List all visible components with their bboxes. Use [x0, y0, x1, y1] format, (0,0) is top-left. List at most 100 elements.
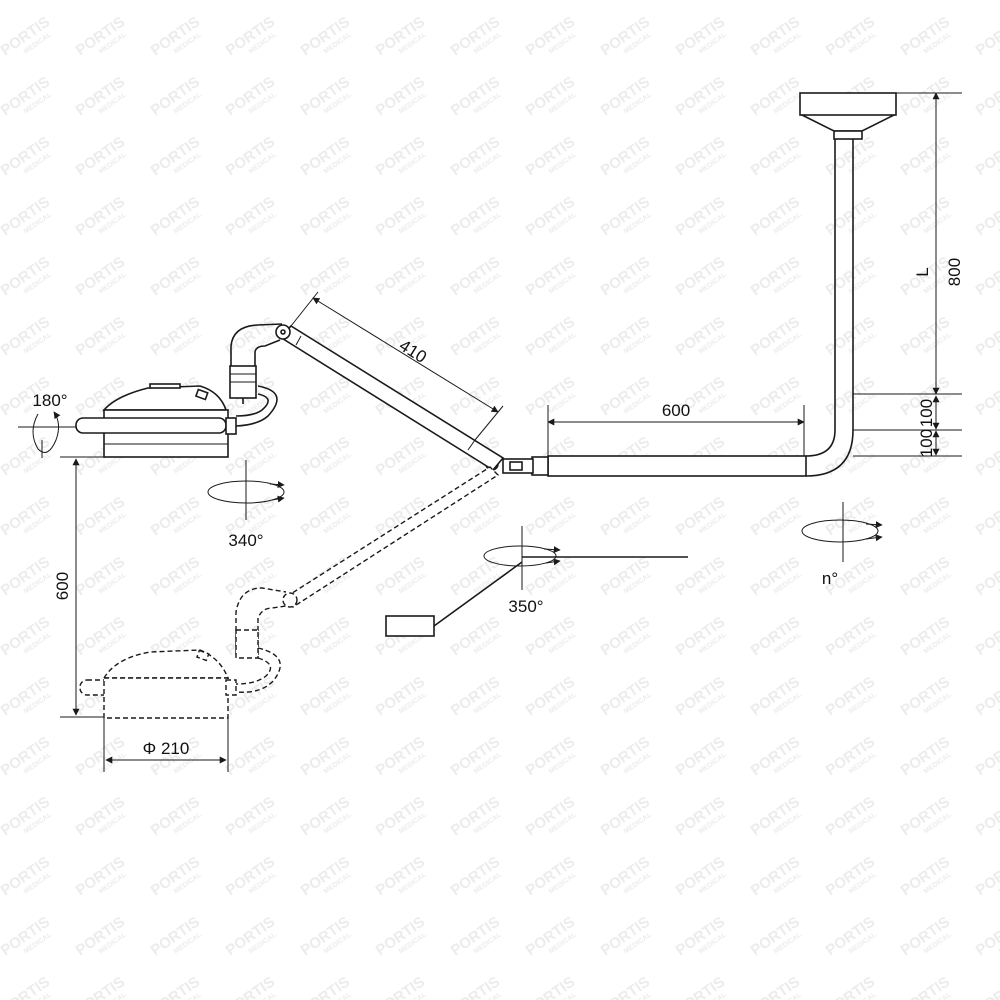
label-800: 800: [945, 258, 964, 286]
watermark-text-line1: PORTIS: [973, 133, 1000, 179]
watermark-text-line1: PORTIS: [973, 853, 1000, 899]
label-diameter: Φ 210: [143, 739, 190, 758]
watermark-text-line1: PORTIS: [973, 433, 1000, 479]
label-rotation-350: 350°: [508, 597, 543, 616]
label-600-vertical: 600: [53, 572, 72, 600]
watermark-text-line1: PORTIS: [973, 913, 1000, 959]
rotation-350-symbol: [483, 526, 561, 590]
alternate-position-arm: [282, 466, 500, 608]
watermark-text-line1: PORTIS: [973, 253, 1000, 299]
label-rotation-n: n°: [822, 569, 838, 588]
watermark-text-line1: PORTIS: [973, 313, 1000, 359]
dimension-diameter: [103, 718, 229, 772]
watermark-text-line1: PORTIS: [973, 973, 1000, 1000]
watermark-text-line1: PORTIS: [973, 73, 1000, 119]
label-L: L: [913, 267, 932, 276]
label-600-horizontal: 600: [662, 401, 690, 420]
dimension-600-vertical: [60, 456, 104, 718]
